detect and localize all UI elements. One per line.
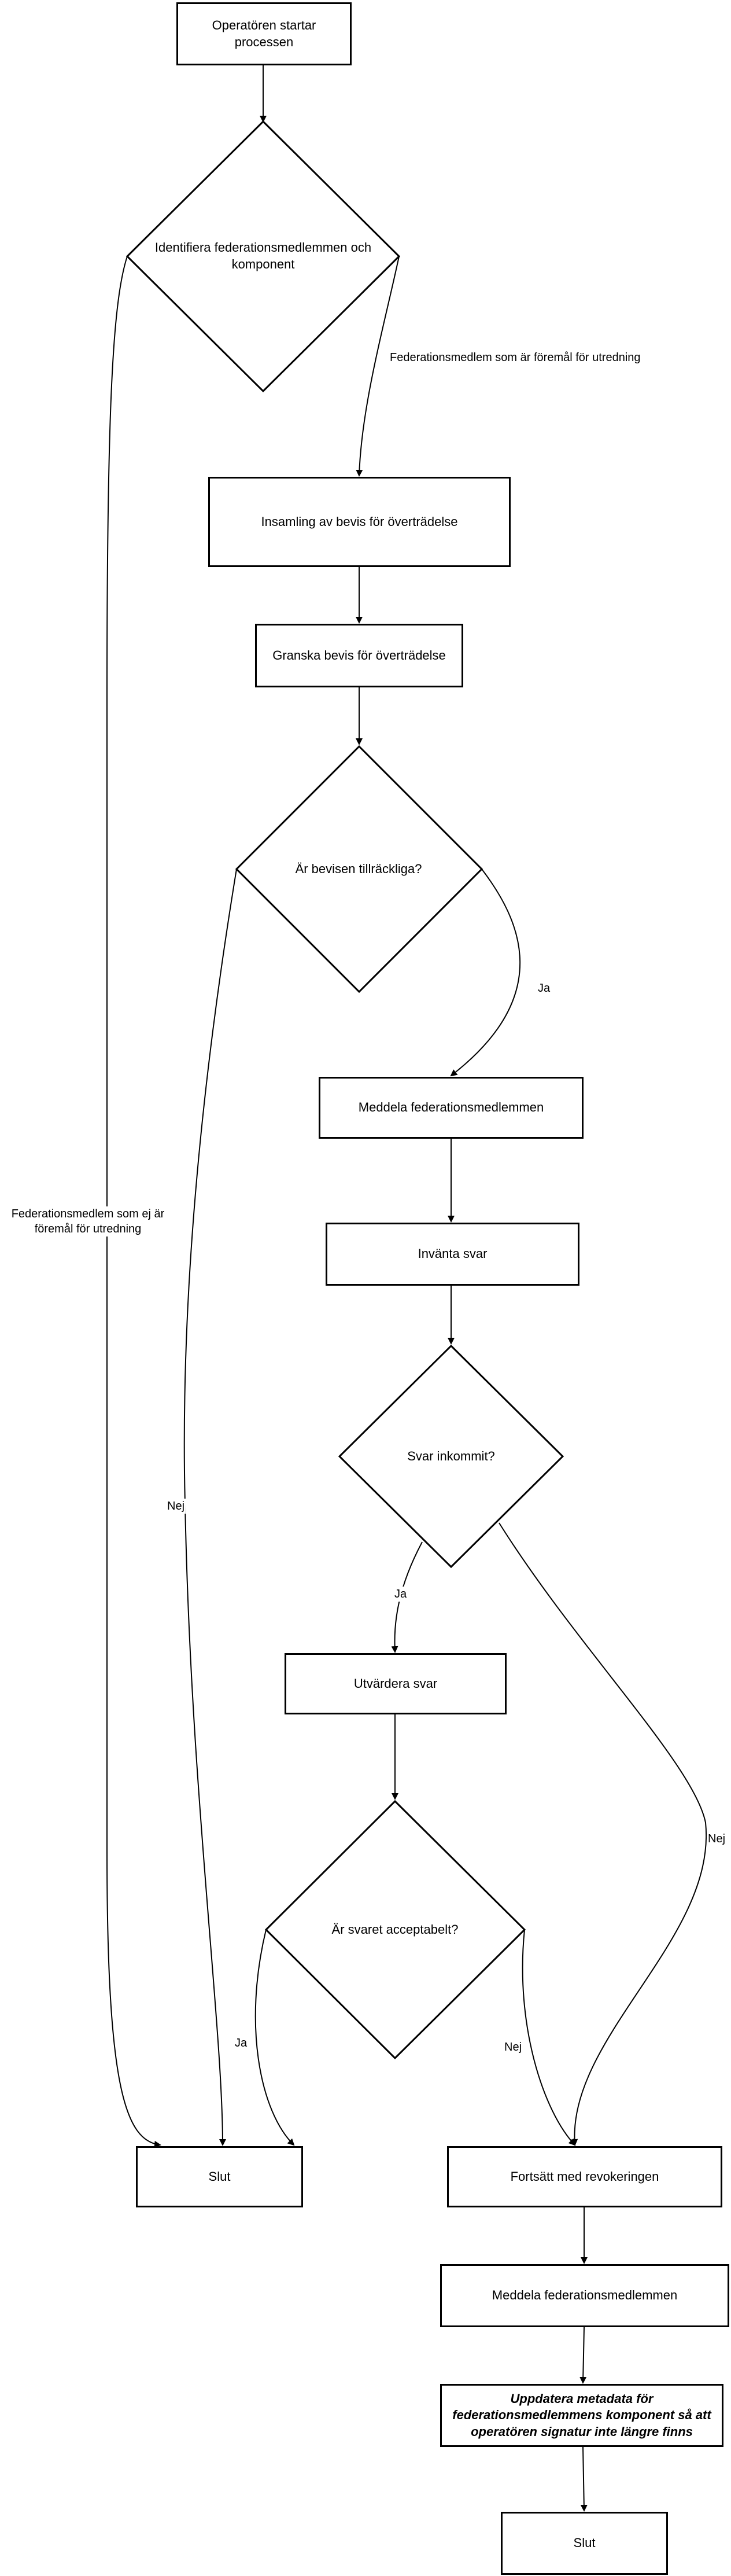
edge-update-end2 — [580, 2446, 588, 2512]
end-node: Slut — [136, 2146, 303, 2207]
decision-sufficient-text: Är bevisen tillräckliga? — [295, 861, 422, 876]
edge-label-no-acceptable: Nej — [503, 2040, 523, 2055]
edge-label-no-sufficient: Nej — [166, 1499, 186, 1514]
edge-label-yes-acceptable: Ja — [234, 2036, 249, 2051]
continue-revocation-node: Fortsätt med revokeringen — [447, 2146, 722, 2207]
edge-acceptable-continue — [522, 1929, 576, 2146]
decision-sufficient-shape — [235, 745, 483, 993]
edge-sufficient-end1 — [183, 869, 237, 2146]
decision-identify-text: Identifiera federationsmedlemmen och kom… — [154, 240, 372, 271]
edge-sufficient-notify1 — [450, 869, 521, 1077]
decision-received-text: Svar inkommit? — [407, 1448, 495, 1463]
decision-acceptable-text: Är svaret acceptabelt? — [331, 1922, 459, 1937]
notify-member-2-node: Meddela federationsmedlemmen — [440, 2264, 729, 2327]
edge-label-yes-received: Ja — [393, 1587, 408, 1602]
decision-received-shape — [338, 1344, 564, 1569]
edge-label-yes-sufficient: Ja — [537, 981, 552, 996]
edge-received-continue — [499, 1522, 707, 2146]
end-node-2: Slut — [501, 2512, 668, 2575]
edge-identify-end1 — [106, 256, 161, 2148]
decision-identify-shape — [125, 120, 401, 393]
edge-label-no-received: Nej — [707, 1831, 727, 1846]
edge-acceptable-end1 — [254, 1929, 295, 2146]
edge-identify-collect — [356, 256, 400, 477]
update-metadata-node: Uppdatera metadata för federationsmedlem… — [440, 2384, 723, 2447]
evaluate-response-node: Utvärdera svar — [285, 1653, 507, 1714]
notify-member-node: Meddela federationsmedlemmen — [319, 1077, 584, 1139]
start-node: Operatören startar processen — [176, 2, 352, 65]
await-response-node: Invänta svar — [326, 1223, 579, 1286]
review-evidence-node: Granska bevis för överträdelse — [255, 624, 463, 687]
edge-label-not-subject: Federationsmedlem som ej är föremål för … — [0, 1206, 176, 1237]
decision-acceptable-shape — [264, 1799, 526, 2060]
edge-notify2-update — [579, 2327, 587, 2384]
collect-evidence-node: Insamling av bevis för överträdelse — [208, 477, 511, 567]
edge-label-subject: Federationsmedlem som är föremål för utr… — [389, 350, 642, 365]
